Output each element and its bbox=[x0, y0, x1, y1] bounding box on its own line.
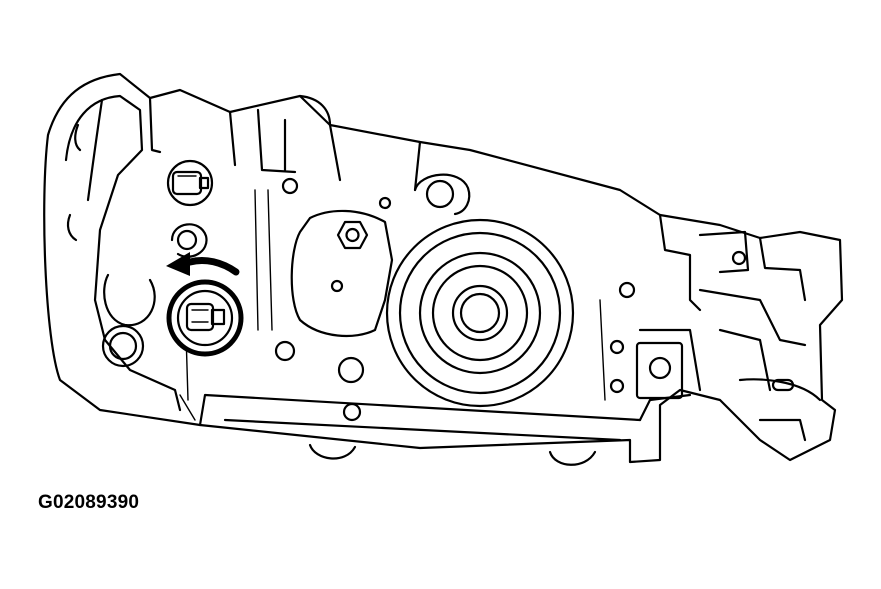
figure-code: G02089390 bbox=[38, 492, 140, 513]
counterclockwise-arrow-icon bbox=[166, 252, 240, 276]
bolt-bracket bbox=[290, 209, 394, 338]
housing-holes bbox=[274, 177, 747, 422]
concentric-seal-icon bbox=[385, 218, 575, 408]
housing-outline bbox=[43, 72, 844, 466]
hex-bolt-icon bbox=[336, 220, 369, 250]
right-bracket bbox=[635, 341, 795, 400]
left-cavities bbox=[66, 123, 156, 368]
lower-connector-icon bbox=[166, 279, 244, 357]
plug-hole-lower-left bbox=[101, 324, 145, 368]
upper-boss bbox=[413, 173, 471, 216]
sensor-ring-icon bbox=[170, 223, 208, 258]
upper-connector-icon bbox=[166, 159, 214, 207]
